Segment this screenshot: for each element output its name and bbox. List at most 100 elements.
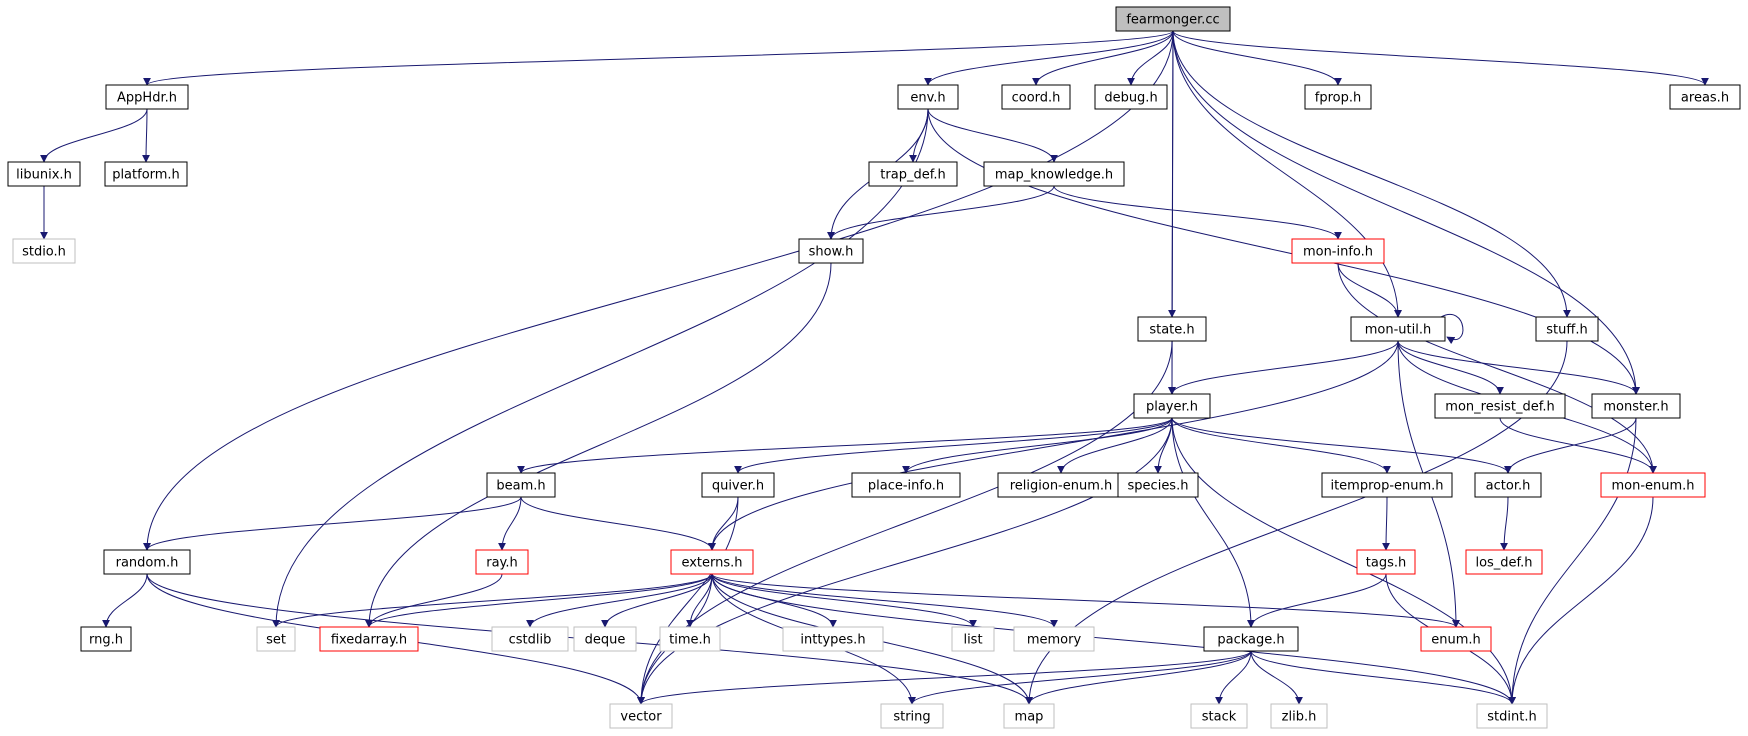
node-placeinfo[interactable]: place-info.h: [851, 472, 961, 498]
edge-package-to-zlib: [1250, 650, 1303, 705]
node-map: map: [1003, 703, 1055, 729]
node-moninfo[interactable]: mon-info.h: [1291, 238, 1385, 264]
node-tags[interactable]: tags.h: [1356, 549, 1416, 575]
node-externs[interactable]: externs.h: [670, 549, 754, 575]
node-string: string: [880, 703, 944, 729]
node-species[interactable]: species.h: [1117, 472, 1199, 498]
node-set-label: set: [266, 633, 286, 648]
node-areas-box: [1669, 84, 1741, 110]
edge-fearmonger-to-env: [924, 30, 1174, 86]
node-rng[interactable]: rng.h: [80, 626, 132, 652]
node-trapdef[interactable]: trap_def.h: [868, 161, 958, 187]
node-monresist[interactable]: mon_resist_def.h: [1434, 393, 1566, 419]
node-monutil[interactable]: mon-util.h: [1350, 316, 1446, 342]
node-mapknow[interactable]: map_knowledge.h: [983, 161, 1125, 187]
node-coord[interactable]: coord.h: [1001, 84, 1071, 110]
node-fprop[interactable]: fprop.h: [1304, 84, 1372, 110]
node-religion-label: religion-enum.h: [1010, 479, 1113, 494]
node-ray[interactable]: ray.h: [475, 549, 529, 575]
node-debug-label: debug.h: [1104, 91, 1157, 106]
edge-player-to-stdint: [1171, 417, 1516, 705]
node-memory-box: [1013, 626, 1095, 652]
node-map-box: [1003, 703, 1055, 729]
edge-fearmonger-to-coord: [1032, 30, 1174, 86]
node-enum-box: [1420, 626, 1492, 652]
edge-player-to-itemprop: [1171, 417, 1391, 474]
node-monresist-label: mon_resist_def.h: [1445, 400, 1554, 415]
node-player-label: player.h: [1146, 400, 1198, 415]
node-fearmonger[interactable]: fearmonger.cc: [1115, 6, 1231, 32]
node-random[interactable]: random.h: [103, 549, 191, 575]
node-monenum-box: [1600, 472, 1706, 498]
node-libunix[interactable]: libunix.h: [7, 161, 81, 187]
edge-monster-to-actor: [1504, 417, 1637, 474]
node-ray-box: [475, 549, 529, 575]
node-enum-label: enum.h: [1431, 633, 1481, 648]
edge-ray-to-fixedarray: [365, 573, 503, 628]
node-debug[interactable]: debug.h: [1094, 84, 1168, 110]
node-platform[interactable]: platform.h: [104, 161, 188, 187]
node-apphdr[interactable]: AppHdr.h: [105, 84, 189, 110]
node-quiver[interactable]: quiver.h: [701, 472, 775, 498]
node-fearmonger-label: fearmonger.cc: [1126, 13, 1219, 28]
node-trapdef-box: [868, 161, 958, 187]
node-species-label: species.h: [1128, 479, 1189, 494]
node-time-label: time.h: [669, 633, 711, 648]
edge-quiver-to-vector: [637, 496, 739, 705]
node-vector-label: vector: [620, 710, 662, 725]
node-monster[interactable]: monster.h: [1591, 393, 1681, 419]
edge-monutil-to-player: [1168, 340, 1399, 395]
edge-monster-to-stdint: [1508, 417, 1637, 705]
node-enum[interactable]: enum.h: [1420, 626, 1492, 652]
node-monutil-label: mon-util.h: [1365, 323, 1431, 338]
node-package[interactable]: package.h: [1203, 626, 1299, 652]
node-fixedarray-label: fixedarray.h: [331, 633, 407, 648]
node-state[interactable]: state.h: [1137, 316, 1207, 342]
node-package-label: package.h: [1217, 633, 1284, 648]
node-env[interactable]: env.h: [897, 84, 959, 110]
node-fixedarray[interactable]: fixedarray.h: [319, 626, 419, 652]
edge-externs-to-enum: [711, 573, 1460, 628]
node-mapknow-label: map_knowledge.h: [995, 168, 1113, 183]
edge-apphdr-to-platform: [142, 108, 151, 163]
node-losdef-box: [1465, 549, 1543, 575]
node-actor-label: actor.h: [1486, 479, 1531, 494]
node-state-label: state.h: [1149, 323, 1194, 338]
node-vector-box: [609, 703, 673, 729]
node-list: list: [951, 626, 995, 652]
node-stack-label: stack: [1202, 710, 1237, 725]
node-stuff[interactable]: stuff.h: [1535, 316, 1599, 342]
node-ray-label: ray.h: [486, 556, 518, 571]
node-losdef[interactable]: los_def.h: [1465, 549, 1543, 575]
node-monenum[interactable]: mon-enum.h: [1600, 472, 1706, 498]
edge-package-to-stack: [1215, 650, 1252, 705]
edge-externs-to-cstdlib: [526, 573, 713, 628]
edge-itemprop-to-tags: [1382, 496, 1391, 551]
node-trapdef-label: trap_def.h: [880, 168, 945, 183]
node-debug-box: [1094, 84, 1168, 110]
node-itemprop[interactable]: itemprop-enum.h: [1321, 472, 1453, 498]
node-actor[interactable]: actor.h: [1474, 472, 1542, 498]
node-platform-label: platform.h: [112, 168, 180, 183]
edge-externs-to-deque: [601, 573, 713, 628]
node-quiver-box: [701, 472, 775, 498]
node-rng-label: rng.h: [89, 633, 123, 648]
node-areas[interactable]: areas.h: [1669, 84, 1741, 110]
node-show[interactable]: show.h: [798, 238, 864, 264]
node-player[interactable]: player.h: [1133, 393, 1211, 419]
node-coord-label: coord.h: [1012, 91, 1061, 106]
edge-random-to-rng: [102, 573, 148, 628]
node-stdint-label: stdint.h: [1487, 710, 1536, 725]
edge-fearmonger-to-monutil: [1172, 30, 1402, 318]
node-zlib: zlib.h: [1270, 703, 1328, 729]
node-itemprop-box: [1321, 472, 1453, 498]
edge-beam-to-externs: [520, 496, 716, 551]
node-inttypes-label: inttypes.h: [800, 633, 865, 648]
node-stdio-label: stdio.h: [22, 245, 66, 260]
edge-fearmonger-to-areas: [1172, 30, 1709, 86]
node-beam[interactable]: beam.h: [486, 472, 556, 498]
node-religion[interactable]: religion-enum.h: [997, 472, 1125, 498]
node-monutil-box: [1350, 316, 1446, 342]
edge-externs-to-memory: [711, 573, 1058, 628]
edges-layer: [40, 30, 1709, 705]
